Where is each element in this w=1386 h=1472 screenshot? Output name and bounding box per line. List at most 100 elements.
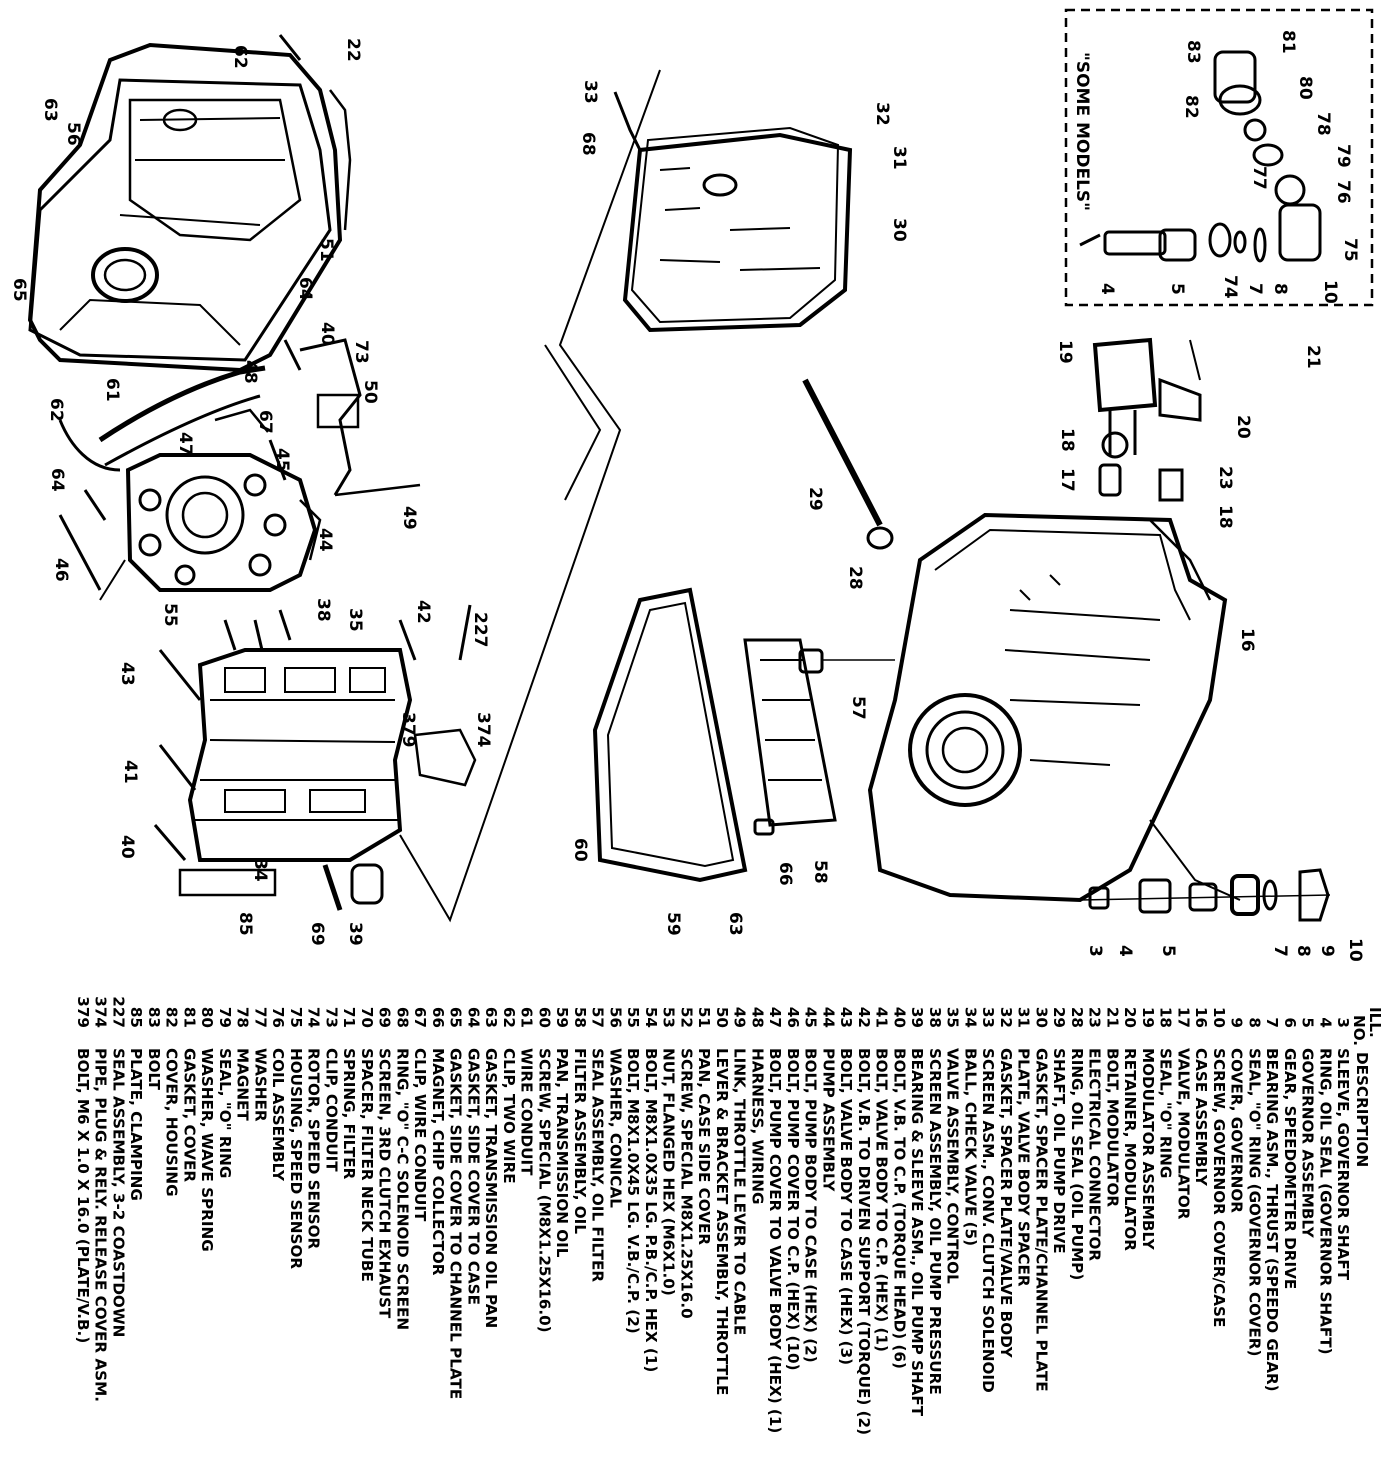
legend-row-number: 10 <box>1210 1007 1228 1028</box>
label-19: 19 <box>1055 340 1075 364</box>
legend-row-description: PIPE, PLUG & RELY. RELEASE COVER ASM. <box>92 1048 110 1402</box>
label-i76: 76 <box>1333 180 1353 204</box>
label-56: 56 <box>63 122 83 146</box>
label-48: 48 <box>240 360 260 384</box>
label-i74: 74 <box>1220 275 1240 299</box>
legend-row-number: 61 <box>518 1007 536 1028</box>
legend-row-number: 64 <box>464 1007 482 1028</box>
legend-row-description: RING, OIL SEAL (GOVERNOR SHAFT) <box>1316 1048 1334 1355</box>
legend-row-number: 7 <box>1263 1017 1281 1028</box>
legend-row-number: 34 <box>961 1007 979 1028</box>
legend-row-number: 80 <box>198 1007 216 1028</box>
legend-row-description: FILTER ASSEMBLY, OIL <box>571 1048 589 1234</box>
label-i77: 77 <box>1249 166 1269 190</box>
legend-row-number: 46 <box>784 1007 802 1028</box>
legend-row-description: PAN, TRANSMISSION OIL <box>553 1048 571 1258</box>
bolts-illustration <box>58 34 472 861</box>
legend-header-ill: ILL. <box>1366 1007 1384 1038</box>
legend-row-number: 60 <box>535 1007 553 1028</box>
label-47: 47 <box>175 432 195 456</box>
legend-row-number: 17 <box>1174 1007 1192 1028</box>
legend-row-description: HARNESS, WIRING <box>748 1048 766 1204</box>
legend-row-description: SCREW, GOVERNOR COVER/CASE <box>1210 1048 1228 1327</box>
legend-row-description: SCREEN ASM., CONV. CLUTCH SOLENOID <box>979 1048 997 1393</box>
legend-row-description: CASE ASSEMBLY <box>1192 1048 1210 1187</box>
legend-row-number: 42 <box>855 1007 873 1028</box>
legend-row-description: HOUSING, SPEED SENSOR <box>287 1048 305 1269</box>
label-i7: 7 <box>1245 283 1265 295</box>
legend-row-number: 73 <box>322 1007 340 1028</box>
label-22: 22 <box>343 38 363 62</box>
legend-row-description: SCREW, SPECIAL (M8X1.25X16.0) <box>535 1048 553 1333</box>
legend-row-description: RETAINER, MODULATOR <box>1121 1048 1139 1251</box>
legend-row-description: BEARING & SLEEVE ASM., OIL PUMP SHAFT <box>908 1048 926 1417</box>
legend-row-description: GASKET, SPACER PLATE/CHANNEL PLATE <box>1032 1048 1050 1392</box>
legend-row-number: 32 <box>997 1007 1015 1028</box>
legend-row-number: 23 <box>1086 1007 1104 1028</box>
label-i75: 75 <box>1340 238 1360 262</box>
label-67: 67 <box>255 410 275 434</box>
legend-row-description: BOLT <box>145 1048 163 1091</box>
label-17: 17 <box>1057 468 1077 492</box>
legend-row-description: BOLT, PUMP COVER TO C.P. (HEX) (10) <box>784 1048 802 1371</box>
label-4: 4 <box>1115 945 1135 957</box>
label-39: 39 <box>345 922 365 946</box>
label-43: 43 <box>117 662 137 686</box>
label-40a: 40 <box>317 322 337 346</box>
legend-row-description: BOLT, MODULATOR <box>1103 1048 1121 1207</box>
harness-and-link-illustration <box>58 338 421 497</box>
label-62b: 62 <box>46 398 66 422</box>
legend-row-number: 9 <box>1228 1017 1246 1028</box>
legend-row-number: 70 <box>358 1007 376 1028</box>
legend-row-description: BOLT, M8X1.0X35 LG. P.B./C.P. HEX (1) <box>642 1048 660 1372</box>
label-28: 28 <box>845 566 865 590</box>
legend-row-number: 66 <box>429 1007 447 1028</box>
legend-row-description: SEAL, "O" RING (GOVERNOR COVER) <box>1245 1048 1263 1356</box>
label-40b: 40 <box>117 835 137 859</box>
inset-title: "SOME MODELS" <box>1072 52 1092 211</box>
legend-row-number: 49 <box>731 1007 749 1028</box>
legend-row-description: VALVE, MODULATOR <box>1174 1048 1192 1220</box>
label-30: 30 <box>889 218 909 242</box>
label-85: 85 <box>235 912 255 936</box>
legend-row-number: 19 <box>1139 1007 1157 1028</box>
legend-row-description: BOLT, PUMP COVER TO VALVE BODY (HEX) (1) <box>766 1048 784 1433</box>
legend-row-description: RING, OIL SEAL (OIL PUMP) <box>1068 1048 1086 1280</box>
label-64a: 64 <box>295 277 315 301</box>
label-374: 374 <box>473 712 493 748</box>
legend-row-description: COVER, GOVERNOR <box>1228 1048 1246 1213</box>
legend-row-number: 63 <box>482 1007 500 1028</box>
legend-row-description: RING, "O" C-C SOLENOID SCREEN <box>393 1048 411 1330</box>
side-cover-pan-illustration <box>27 42 352 373</box>
legend-row-description: LINK, THROTTLE LEVER TO CABLE <box>731 1048 749 1335</box>
legend-row-description: GASKET, TRANSMISSION OIL PAN <box>482 1048 500 1328</box>
label-i8: 8 <box>1270 283 1290 295</box>
label-i83: 83 <box>1183 40 1203 64</box>
legend-row-number: 43 <box>837 1007 855 1028</box>
legend-header-no: NO. <box>1350 1015 1368 1046</box>
legend-row-number: 78 <box>234 1007 252 1028</box>
label-8: 8 <box>1293 945 1313 957</box>
legend-row-number: 3 <box>1334 1017 1352 1028</box>
legend-row-number: 227 <box>109 996 127 1028</box>
label-5: 5 <box>1158 945 1178 957</box>
legend-row-description: VALVE ASSEMBLY, CONTROL <box>944 1048 962 1284</box>
